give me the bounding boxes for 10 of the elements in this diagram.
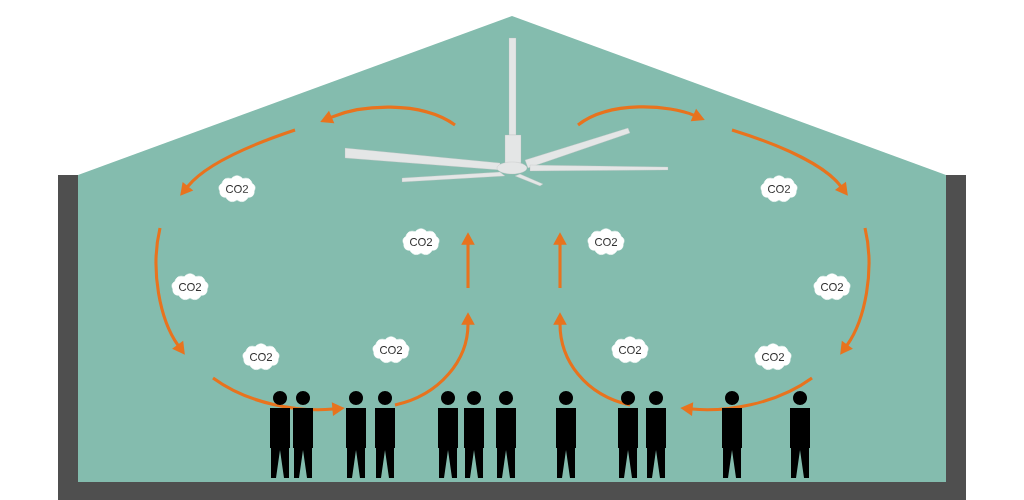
co2-cloud: CO2: [372, 336, 410, 363]
co2-cloud: CO2: [611, 336, 649, 363]
co2-cloud: CO2: [171, 273, 209, 300]
co2-cloud: CO2: [754, 343, 792, 370]
co2-cloud: CO2: [760, 175, 798, 202]
co2-cloud: CO2: [813, 273, 851, 300]
co2-cloud: CO2: [218, 175, 256, 202]
co2-cloud: CO2: [242, 343, 280, 370]
co2-cloud: CO2: [587, 228, 625, 255]
co2-cloud: CO2: [402, 228, 440, 255]
